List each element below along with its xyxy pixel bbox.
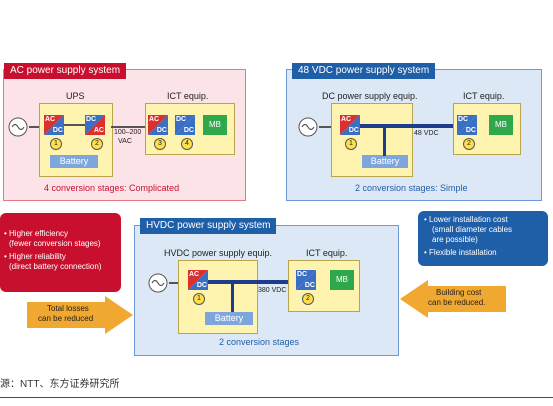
- ac-mb: MB: [203, 115, 227, 135]
- benefit-line-3: • Higher reliability: [4, 252, 66, 261]
- bottom-divider: [0, 397, 553, 398]
- hvdc-system-title: HVDC power supply system: [140, 218, 277, 234]
- vac-label-1: 100–200: [114, 129, 142, 136]
- dc48-stage-1-badge: 1: [345, 138, 357, 150]
- right-arrow-line-1: Building cost: [436, 288, 482, 297]
- ac-source-icon: [8, 117, 28, 137]
- left-arrow-line-2: can be reduced: [38, 314, 94, 323]
- hvdc-ict-label: ICT equip.: [306, 248, 348, 258]
- benefit-line-2: (fewer conversion stages): [9, 239, 101, 248]
- hvdc-ac-source-icon: [148, 273, 168, 293]
- ac-ict-label: ICT equip.: [167, 91, 209, 101]
- ac-stage-4-badge: 4: [181, 138, 193, 150]
- dc48-equip-label: DC power supply equip.: [322, 91, 418, 101]
- dc48-mb: MB: [489, 115, 513, 135]
- source-note: 源：NTT、东方证券研究所: [0, 379, 120, 390]
- hvdc-footer: 2 conversion stages: [219, 337, 300, 347]
- hvdc-battery-link: [231, 282, 234, 312]
- hvdc-battery: Battery: [205, 312, 253, 325]
- ac-system-title: AC power supply system: [4, 63, 127, 79]
- benefit-line-4: (direct battery connection): [9, 262, 102, 271]
- right-arrow-line-2: can be reduced.: [428, 298, 486, 307]
- hvdc-bus-label: 380 VDC: [258, 287, 287, 294]
- benefit-line-1: • Higher efficiency: [4, 229, 69, 238]
- dc48-footer: 2 conversion stages: Simple: [355, 183, 468, 193]
- left-arrow-shape: [27, 296, 133, 334]
- dc48-system-title: 48 VDC power supply system: [292, 63, 436, 79]
- ac-stage-2-badge: 2: [91, 138, 103, 150]
- dc48-battery-link: [383, 126, 386, 156]
- dc48-battery: Battery: [362, 155, 408, 168]
- hvdc-stage-1-badge: 1: [193, 293, 205, 305]
- cost-callout: [418, 211, 548, 266]
- dc48-ac-source-icon: [298, 117, 318, 137]
- benefits-callout: [0, 213, 121, 292]
- ac-stage-3-badge: 3: [154, 138, 166, 150]
- right-arrow-shape: [400, 280, 506, 318]
- ac-footer: 4 conversion stages: Complicated: [44, 183, 180, 193]
- dc48-bus: [360, 124, 453, 128]
- ac-input-line: [29, 126, 39, 128]
- vac-label-2: VAC: [118, 138, 132, 145]
- dc48-stage-2-badge: 2: [463, 138, 475, 150]
- dc48-bus-label: 48 VDC: [414, 130, 439, 137]
- cost-line-2: (small diameter cables: [432, 225, 513, 234]
- hvdc-equip-label: HVDC power supply equip.: [164, 248, 273, 258]
- dc48-ict-label: ICT equip.: [463, 91, 505, 101]
- hvdc-mb: MB: [330, 270, 354, 290]
- ups-internal-bus: [64, 124, 85, 126]
- hvdc-stage-2-badge: 2: [302, 293, 314, 305]
- ac-battery: Battery: [50, 155, 98, 168]
- hvdc-input-line: [169, 282, 178, 284]
- ups-label: UPS: [66, 91, 85, 101]
- ac-output-line: [111, 126, 145, 128]
- cost-line-4: • Flexible installation: [424, 248, 497, 257]
- cost-line-3: are possible): [432, 235, 478, 244]
- dc48-input-line: [319, 126, 331, 128]
- ac-stage-1-badge: 1: [50, 138, 62, 150]
- left-arrow-line-1: Total losses: [47, 304, 89, 313]
- cost-line-1: • Lower installation cost: [424, 215, 508, 224]
- hvdc-bus: [208, 280, 288, 284]
